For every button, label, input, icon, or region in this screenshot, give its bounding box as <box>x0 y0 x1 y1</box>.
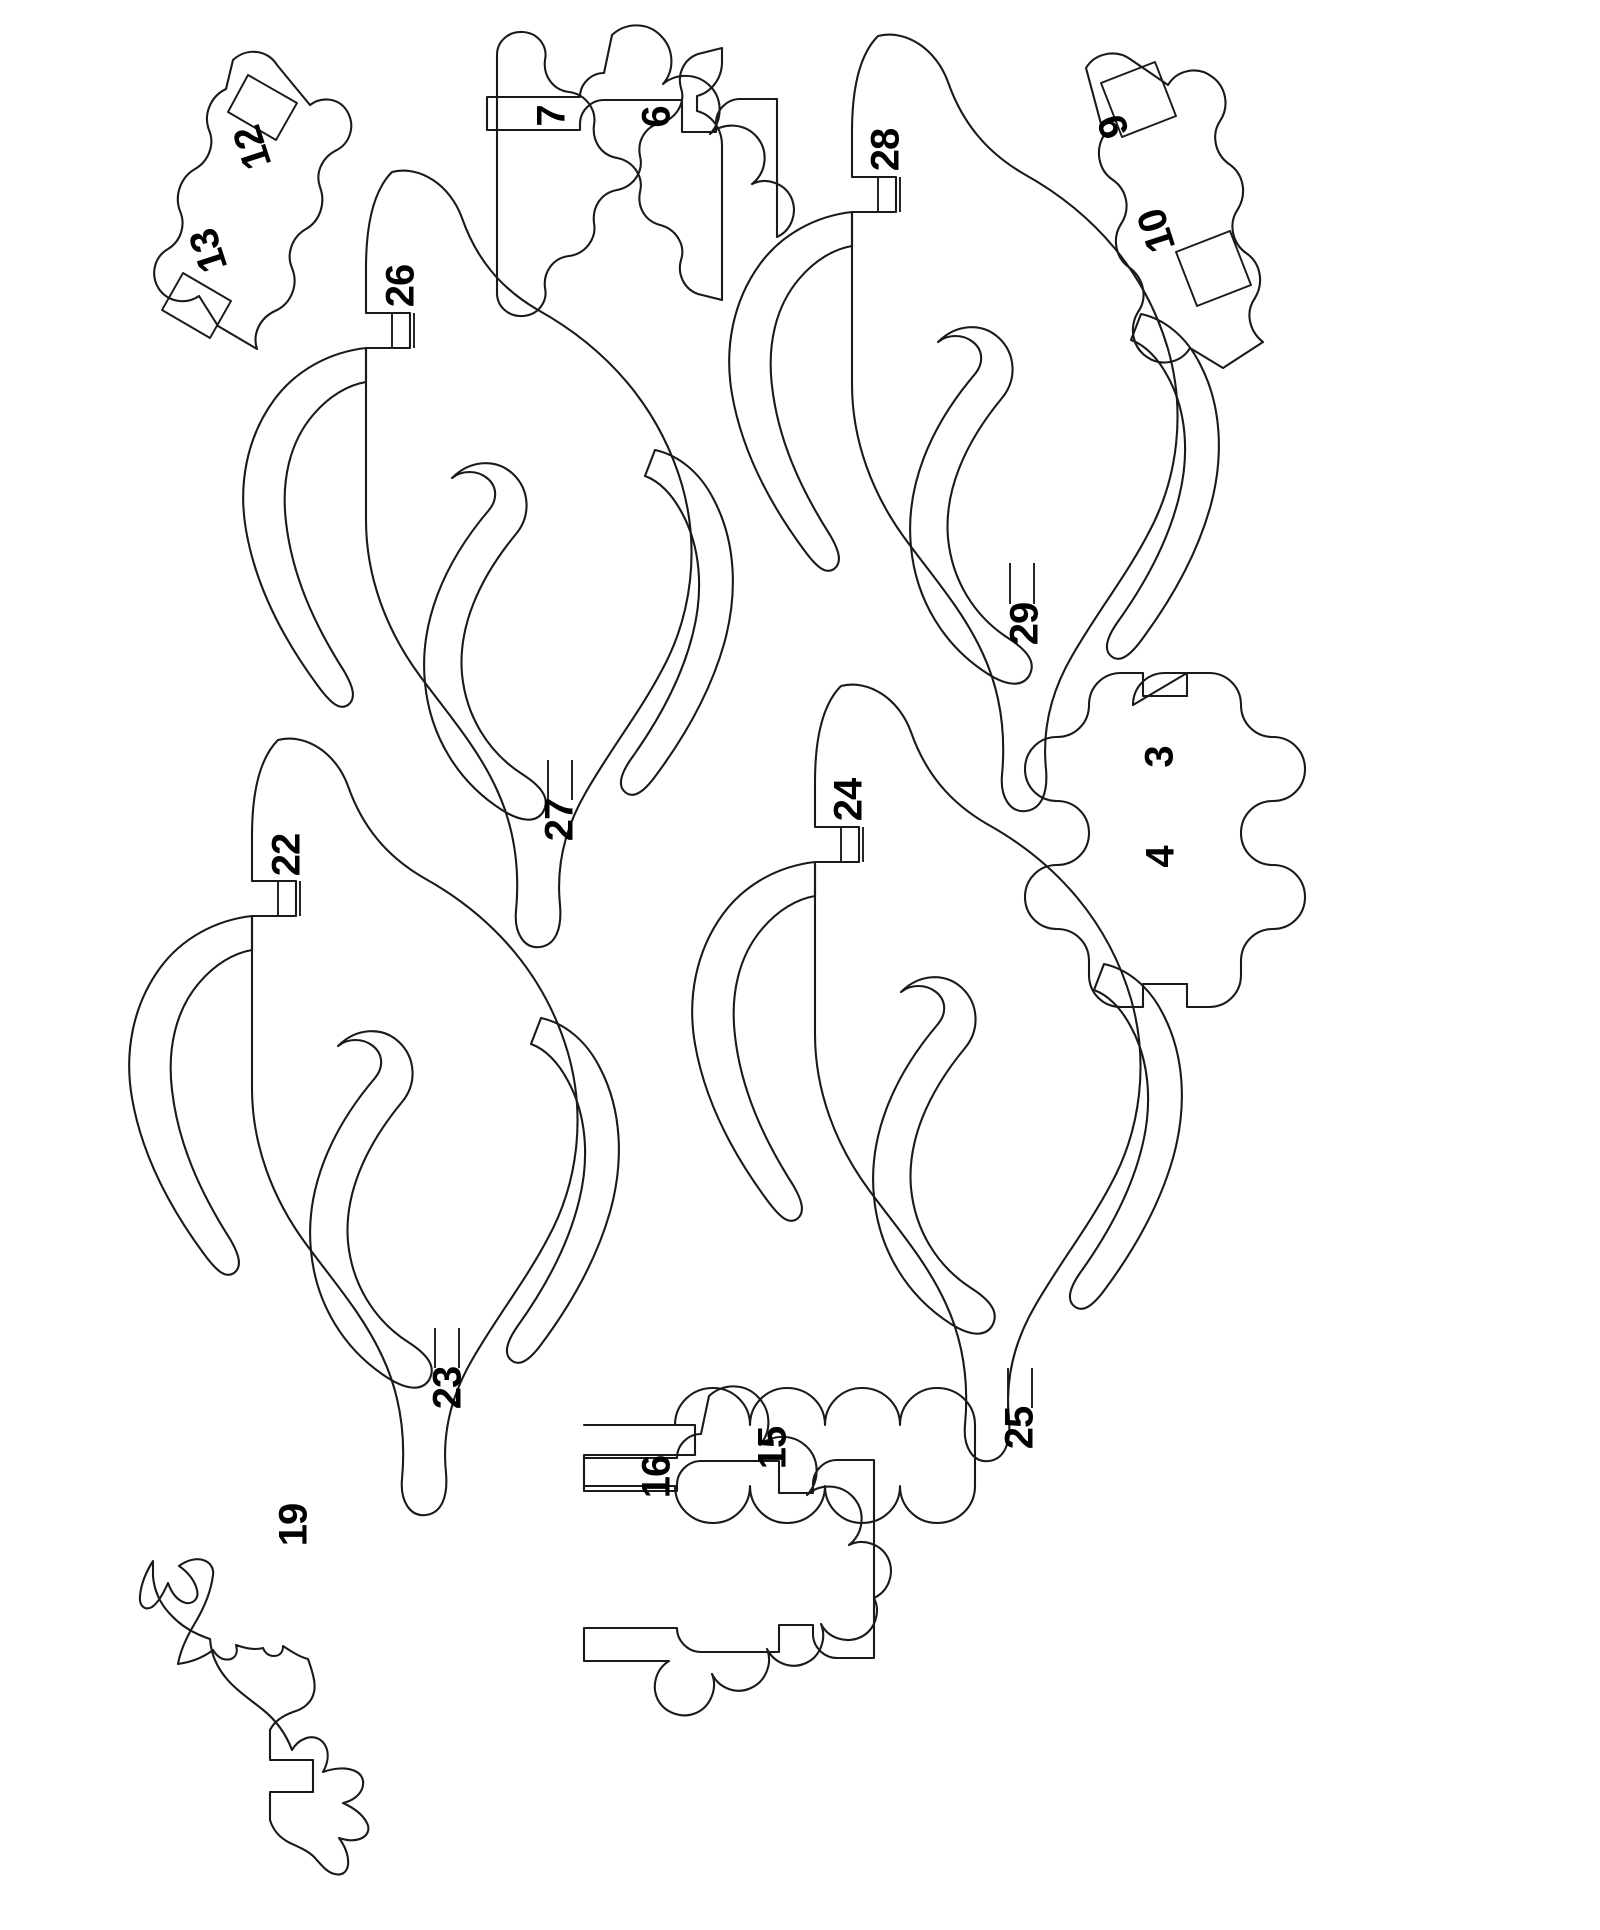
part-label-4: 4 <box>1139 845 1183 868</box>
part-22-23[interactable] <box>128 737 620 1517</box>
part-label-10: 10 <box>1129 204 1184 258</box>
part-label-12: 12 <box>225 121 280 175</box>
part-label-13: 13 <box>181 224 236 278</box>
part-9-10[interactable] <box>1084 52 1265 370</box>
part-19[interactable] <box>138 1558 370 1876</box>
part-label-22: 22 <box>265 834 309 877</box>
part-label-19: 19 <box>272 1504 316 1547</box>
part-7-6-outline[interactable] <box>485 24 795 239</box>
part-28-29[interactable] <box>728 33 1220 813</box>
part-26-27[interactable] <box>242 169 734 949</box>
part-16-15-outline[interactable] <box>582 1386 977 1525</box>
part-label-28: 28 <box>864 128 908 171</box>
part-label-3: 3 <box>1138 746 1182 767</box>
part-3-4[interactable] <box>1023 671 1307 1009</box>
part-label-6: 6 <box>635 106 679 127</box>
part-12-13[interactable] <box>153 50 353 351</box>
part-label-25: 25 <box>998 1406 1042 1449</box>
part-label-24: 24 <box>827 777 871 821</box>
part-7-6[interactable] <box>495 30 724 318</box>
part-label-15: 15 <box>751 1426 795 1469</box>
part-label-26: 26 <box>379 265 423 308</box>
part-24-25[interactable] <box>691 683 1183 1463</box>
part-16-15[interactable] <box>582 1385 892 1717</box>
part-label-23: 23 <box>426 1367 470 1410</box>
part-label-27: 27 <box>538 799 582 842</box>
part-label-29: 29 <box>1003 603 1047 646</box>
part-label-16: 16 <box>635 1456 679 1499</box>
part-label-7: 7 <box>530 105 574 126</box>
